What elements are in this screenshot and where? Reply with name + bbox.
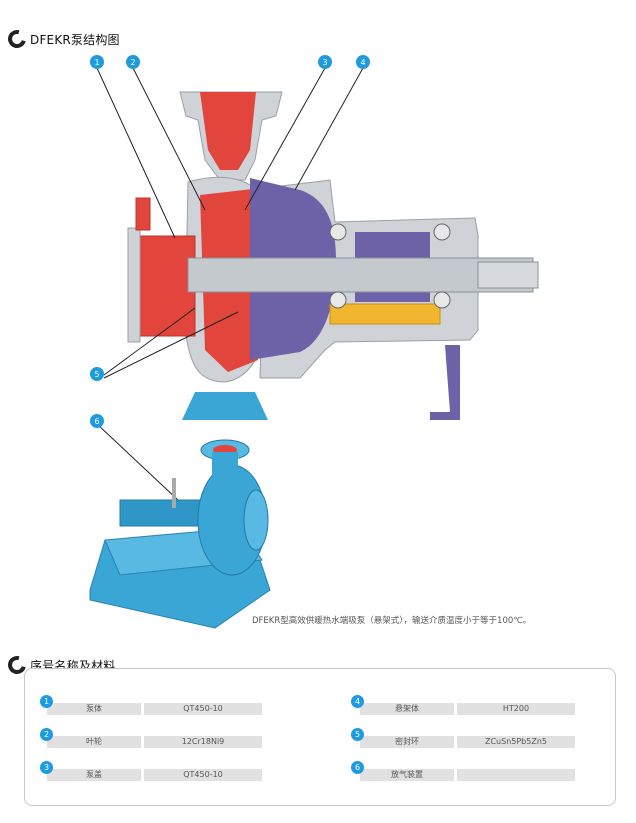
- pump-base-foot: [182, 392, 268, 420]
- callout-4: 4: [360, 58, 365, 67]
- pump-cross-section: [127, 91, 539, 420]
- pump-shaft: [187, 257, 534, 293]
- callout-2: 2: [130, 58, 135, 67]
- part-material: HT200: [457, 703, 575, 715]
- table-row: 泵体 QT450-10: [47, 703, 265, 715]
- pump-inlet-flange: [243, 489, 269, 551]
- callout-1: 1: [94, 58, 99, 67]
- pump-caption: DFEKR型高效供暖热水端吸泵（悬架式），输送介质温度小于等于100℃。: [252, 616, 532, 626]
- part-material: QT450-10: [144, 769, 262, 781]
- table-row: 放气装置: [360, 769, 578, 781]
- suction-inlet: [132, 235, 196, 337]
- row-number-badge: 2: [40, 728, 53, 741]
- callout-5: 5: [94, 370, 99, 379]
- part-name: 泵体: [47, 703, 141, 715]
- materials-table: 泵体 QT450-10 1 叶轮 12Cr18Ni9 2 泵盖 QT450-10…: [24, 668, 616, 806]
- pump-vent-pipe: [172, 478, 176, 508]
- pump-motor-shaft: [119, 499, 211, 527]
- pump-3d-view: [89, 439, 271, 629]
- part-material: ZCuSn5Pb5Zn5: [457, 736, 575, 748]
- table-row: 叶轮 12Cr18Ni9: [47, 736, 265, 748]
- part-material: QT450-10: [144, 703, 262, 715]
- row-number-badge: 3: [40, 761, 53, 774]
- callout-markers: [90, 55, 370, 428]
- vent-valve: [135, 197, 151, 231]
- part-name: 叶轮: [47, 736, 141, 748]
- row-number-badge: 6: [351, 761, 364, 774]
- pump-structure-diagram: 1 2 3 4 5 6: [89, 55, 539, 629]
- callout-6: 6: [94, 417, 99, 426]
- shaft-end: [477, 261, 539, 289]
- section-ring-icon: [4, 26, 30, 52]
- pump-discharge: [200, 92, 256, 170]
- structure-section-title: DFEKR泵结构图: [30, 32, 120, 47]
- part-material: [457, 769, 575, 781]
- row-number-badge: 1: [40, 695, 53, 708]
- table-row: 密封环 ZCuSn5Pb5Zn5: [360, 736, 578, 748]
- support-bracket: [430, 345, 460, 420]
- table-row: 泵盖 QT450-10: [47, 769, 265, 781]
- part-name: 放气装置: [360, 769, 454, 781]
- callout-3: 3: [322, 58, 327, 67]
- part-name: 悬架体: [360, 703, 454, 715]
- leader-lines: [96, 67, 364, 501]
- part-material: 12Cr18Ni9: [144, 736, 262, 748]
- structure-section-header: DFEKR泵结构图: [4, 26, 120, 52]
- table-row: 悬架体 HT200: [360, 703, 578, 715]
- row-number-badge: 5: [351, 728, 364, 741]
- oil-chamber: [329, 303, 441, 325]
- part-name: 泵盖: [47, 769, 141, 781]
- part-name: 密封环: [360, 736, 454, 748]
- suction-flange: [127, 227, 141, 343]
- row-number-badge: 4: [351, 695, 364, 708]
